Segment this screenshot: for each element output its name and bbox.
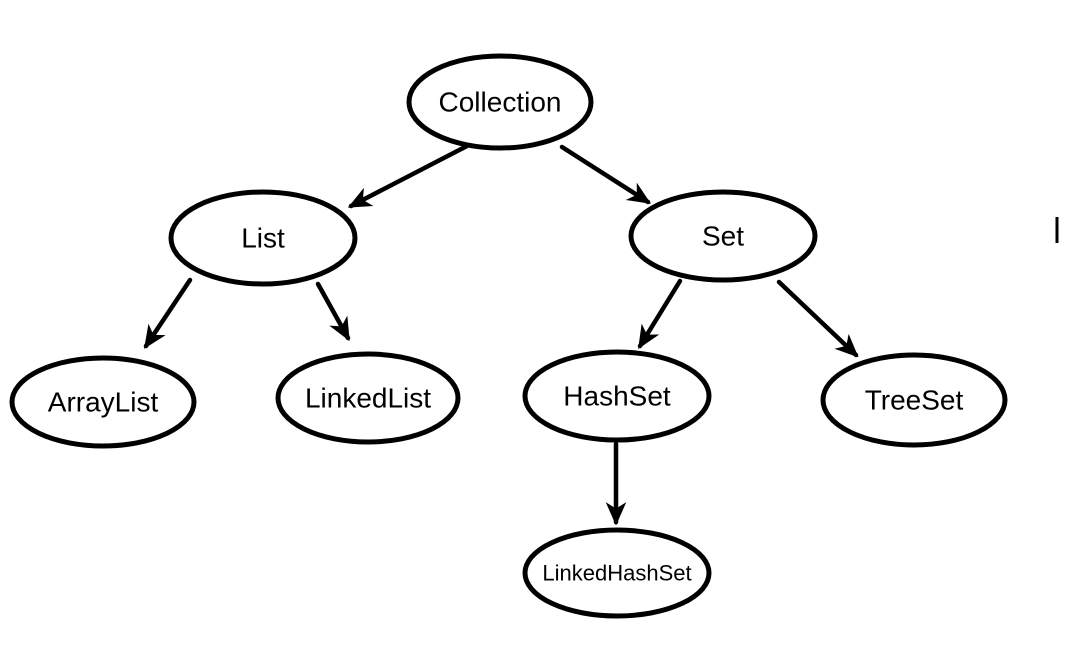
edges-layer	[143, 143, 859, 526]
node-arraylist-label: ArrayList	[48, 387, 159, 418]
node-set-ellipse	[628, 189, 818, 283]
node-linkedlist-label: LinkedList	[305, 383, 431, 414]
node-arraylist: ArrayList	[9, 355, 197, 449]
node-list-ellipse	[168, 189, 358, 287]
node-treeset-label: TreeSet	[865, 385, 964, 416]
node-linkedhashset: LinkedHashSet	[522, 527, 712, 619]
node-hashset-label: HashSet	[563, 381, 671, 412]
edge-list-to-arraylist	[143, 277, 193, 349]
node-list-label: List	[241, 223, 285, 254]
node-arraylist-ellipse	[9, 355, 197, 449]
edge-list-to-linkedlist	[315, 281, 351, 342]
node-linkedhashset-label: LinkedHashSet	[542, 561, 691, 586]
node-collection-ellipse	[406, 53, 594, 151]
node-treeset-ellipse	[820, 352, 1008, 448]
edge-set-to-treeset	[776, 279, 859, 358]
node-set-label: Set	[702, 221, 744, 252]
node-linkedlist: LinkedList	[275, 351, 461, 445]
node-collection: Collection	[406, 53, 594, 151]
edge-collection-to-set	[559, 144, 651, 205]
edge-collection-to-list	[347, 143, 470, 209]
node-hashset-ellipse	[522, 349, 712, 443]
node-treeset: TreeSet	[820, 352, 1008, 448]
node-set: Set	[628, 189, 818, 283]
node-hashset: HashSet	[522, 349, 712, 443]
node-linkedlist-ellipse	[275, 351, 461, 445]
node-list: List	[168, 189, 358, 287]
node-collection-label: Collection	[439, 87, 562, 118]
node-linkedhashset-ellipse	[522, 527, 712, 619]
edge-set-to-hashset	[637, 278, 683, 349]
